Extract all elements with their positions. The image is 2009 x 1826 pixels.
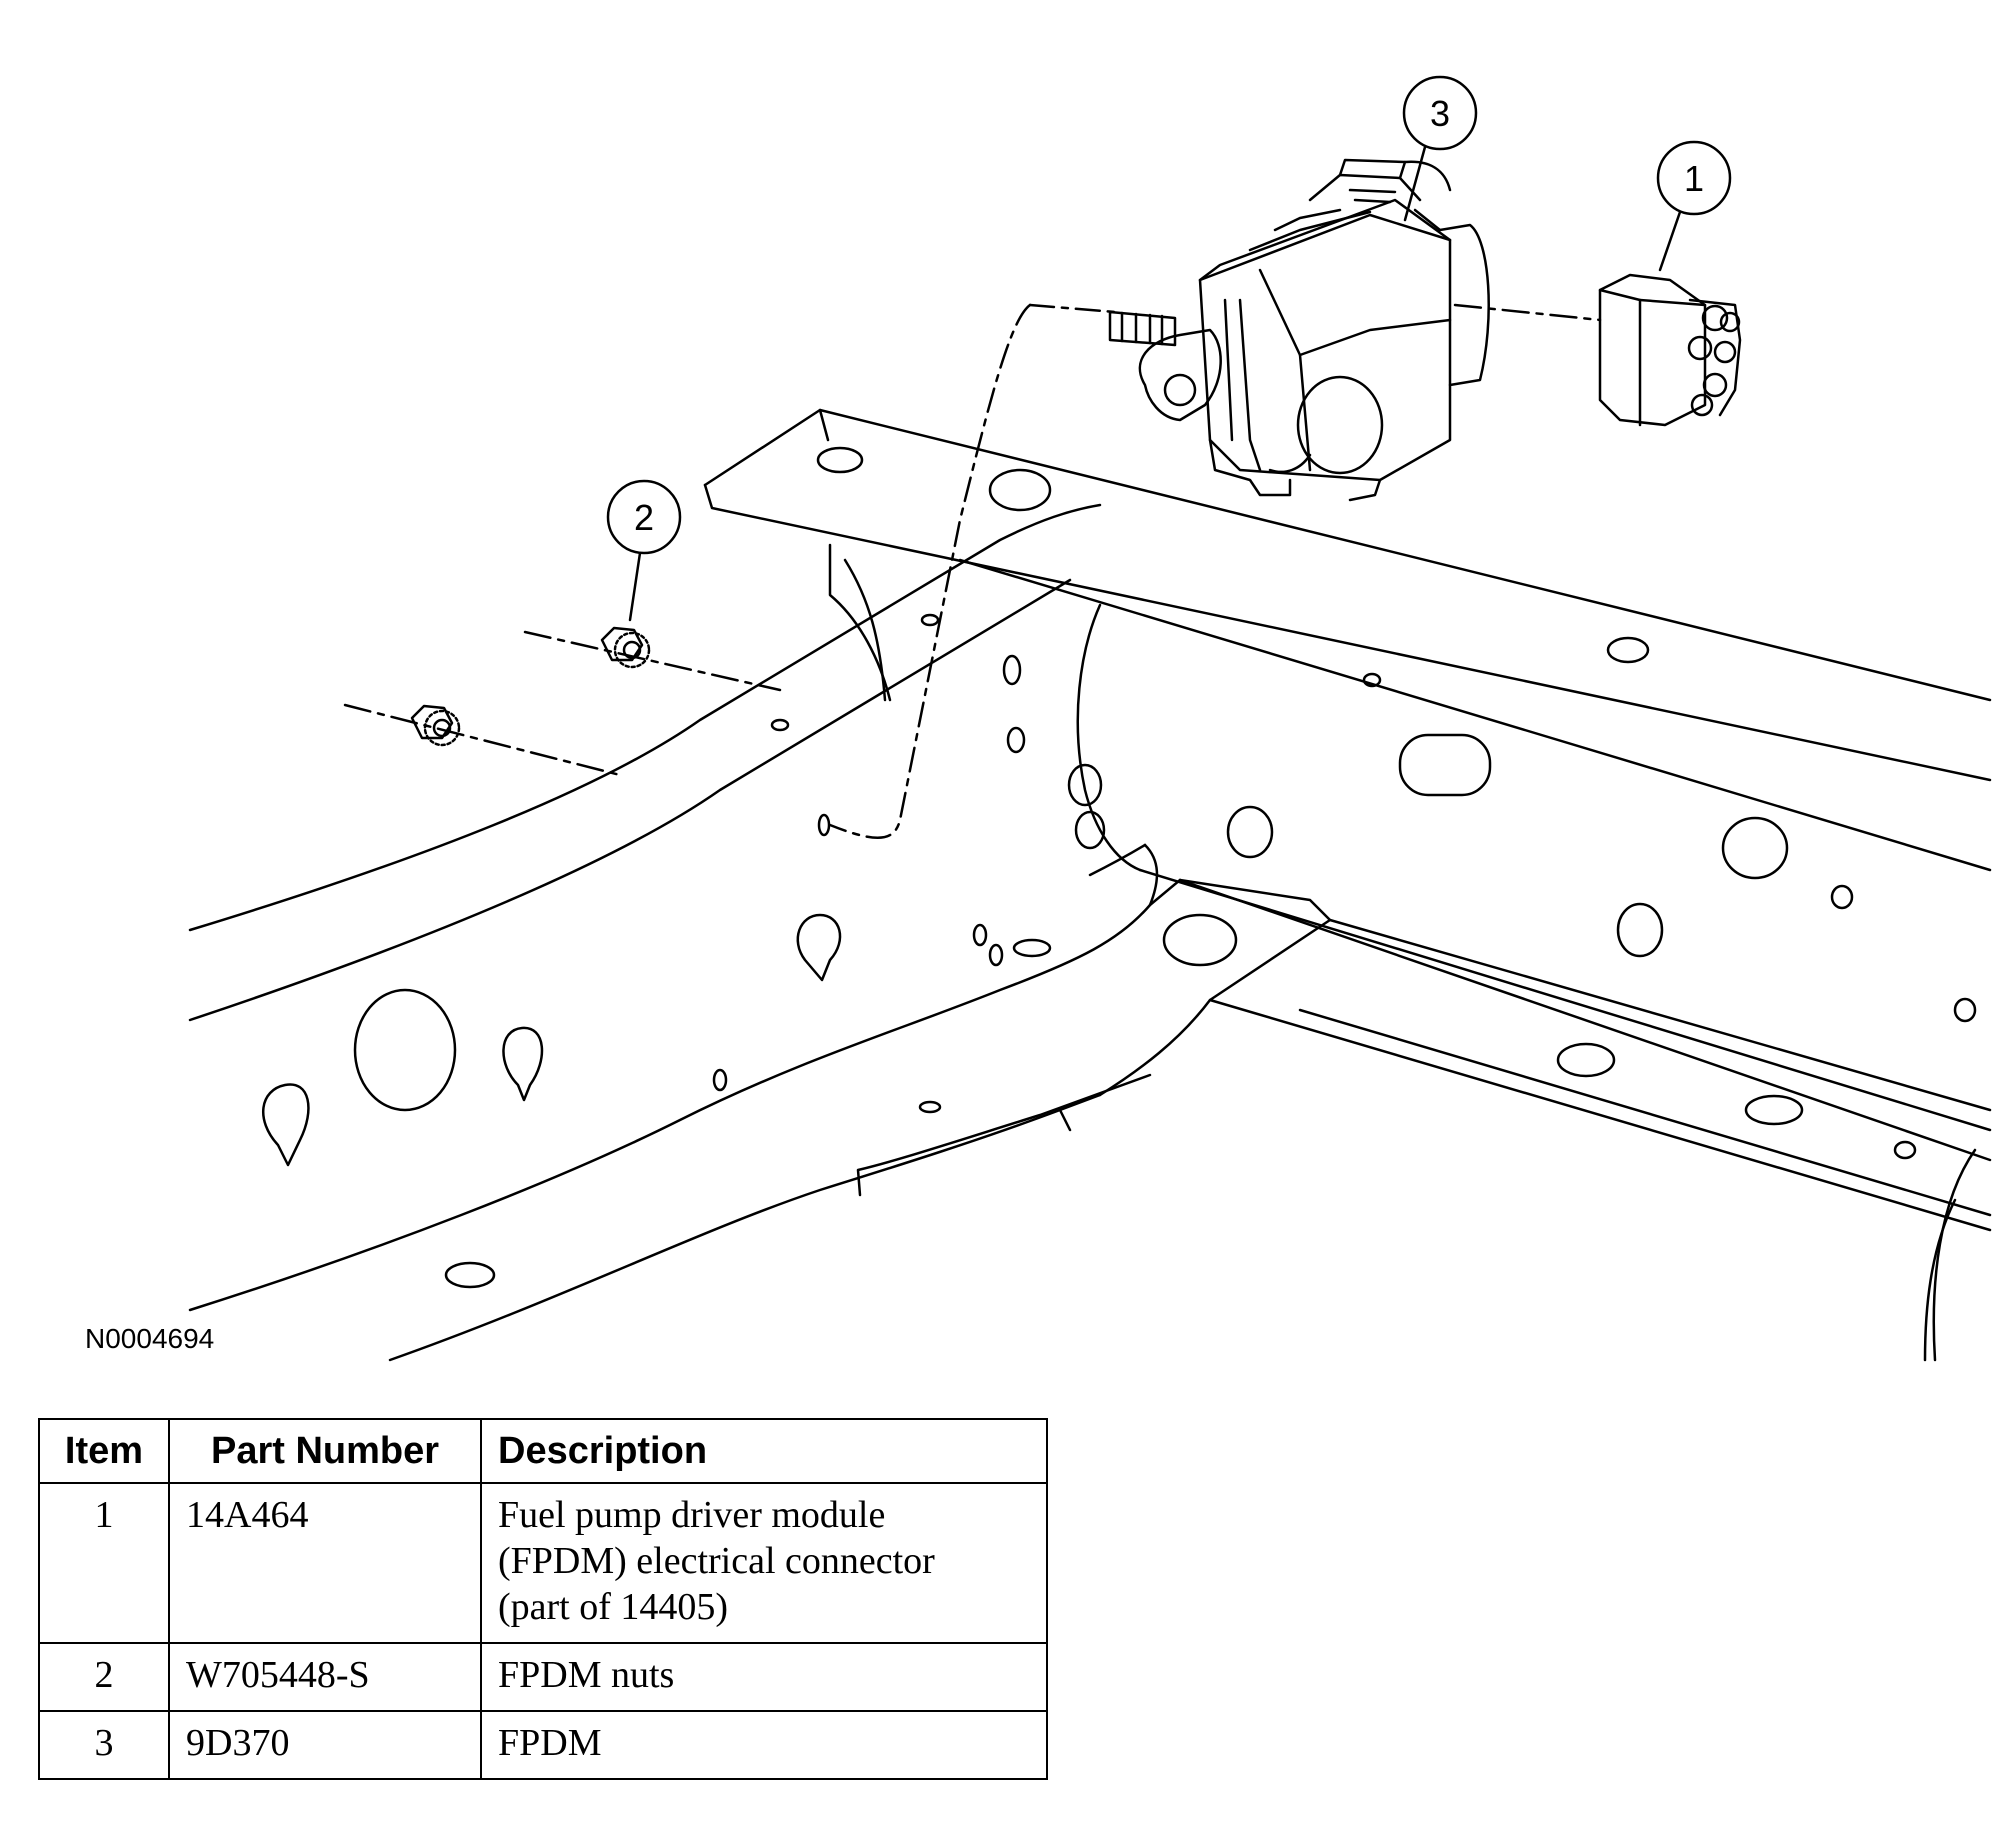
nut-upper xyxy=(600,626,651,669)
table-row: 2 W705448-S FPDM nuts xyxy=(38,1642,1048,1712)
row-3-description: FPDM xyxy=(480,1710,1048,1780)
nut-lower xyxy=(410,704,461,747)
frame-holes xyxy=(262,446,1977,1289)
callout-2: 2 xyxy=(606,479,682,622)
row-3-description-line-1: FPDM xyxy=(498,1722,602,1764)
row-1-description-line-3: (part of 14405) xyxy=(498,1586,729,1628)
fpdm-nuts xyxy=(343,626,782,777)
frame-cross-member xyxy=(703,408,1992,1362)
row-1-part-number: 14A464 xyxy=(168,1482,482,1644)
figure-id: N0004694 xyxy=(85,1323,214,1354)
exploded-view-diagram: 3 1 2 N0004694 xyxy=(85,75,1992,1362)
row-3-item: 3 xyxy=(38,1710,170,1780)
fpdm-module xyxy=(828,158,1490,839)
table-row: 3 9D370 FPDM xyxy=(38,1710,1048,1780)
callout-3: 3 xyxy=(1402,75,1478,222)
row-2-item: 2 xyxy=(38,1642,170,1712)
row-2-description: FPDM nuts xyxy=(480,1642,1048,1712)
row-2-description-line-1: FPDM nuts xyxy=(498,1654,675,1696)
callout-2-number: 2 xyxy=(634,497,654,538)
header-part-number: Part Number xyxy=(168,1418,482,1484)
header-description: Description xyxy=(480,1418,1048,1484)
callout-3-number: 3 xyxy=(1430,93,1450,134)
header-item: Item xyxy=(38,1418,170,1484)
table-row: 1 14A464 Fuel pump driver module (FPDM) … xyxy=(38,1482,1048,1644)
row-1-description: Fuel pump driver module (FPDM) electrica… xyxy=(480,1482,1048,1644)
row-1-description-line-1: Fuel pump driver module xyxy=(498,1494,886,1536)
frame-side-rail xyxy=(188,503,1332,1362)
row-1-description-line-2: (FPDM) electrical connector xyxy=(498,1540,935,1582)
row-2-part-number: W705448-S xyxy=(168,1642,482,1712)
parts-table-header-row: Item Part Number Description xyxy=(38,1418,1048,1484)
fpdm-electrical-connector xyxy=(1453,273,1742,427)
parts-table: Item Part Number Description 1 14A464 Fu… xyxy=(38,1418,1048,1780)
row-1-item: 1 xyxy=(38,1482,170,1644)
callout-1: 1 xyxy=(1656,140,1732,272)
callout-1-number: 1 xyxy=(1684,158,1704,199)
row-3-part-number: 9D370 xyxy=(168,1710,482,1780)
